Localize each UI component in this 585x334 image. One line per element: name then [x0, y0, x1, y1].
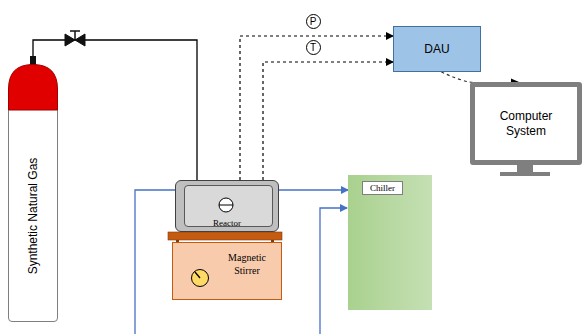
connector [279, 189, 348, 190]
gauge-dial [192, 270, 209, 287]
reactor-box: Reactor [175, 180, 279, 232]
node-label: Computer System [500, 109, 553, 139]
coolant-line [135, 190, 175, 334]
monitor-neck [517, 165, 533, 173]
node-label: DAU [394, 42, 480, 56]
gauge-needle [195, 272, 200, 278]
node-label: Synthetic Natural Gas [26, 158, 40, 275]
monitor-base [500, 172, 550, 176]
node-label: Magnetic Stirrer [219, 251, 275, 277]
signal-label: T [306, 40, 321, 55]
chiller-box: Chiller [348, 175, 432, 310]
connector [263, 62, 393, 180]
node-label: Reactor [176, 218, 278, 228]
gauge-symbol [189, 267, 211, 289]
dau-box: DAU [393, 26, 481, 72]
cylinder-cap [30, 56, 36, 65]
stir-bar-symbol [216, 195, 236, 215]
connector [240, 36, 393, 180]
gas-cylinder: Synthetic Natural Gas [8, 64, 58, 322]
node-label: Chiller [362, 181, 403, 195]
valve-handle [70, 31, 80, 40]
stir-bar-line [219, 205, 233, 206]
signal-label: P [306, 14, 321, 29]
stir-bar-circle [219, 198, 233, 212]
stirrer-plate [168, 232, 282, 240]
cylinder-body [9, 108, 58, 322]
cylinder-dome [9, 65, 58, 111]
coolant-line [320, 208, 347, 334]
computer-monitor: Computer System [470, 82, 582, 165]
stirrer-box: Magnetic Stirrer [172, 242, 282, 300]
